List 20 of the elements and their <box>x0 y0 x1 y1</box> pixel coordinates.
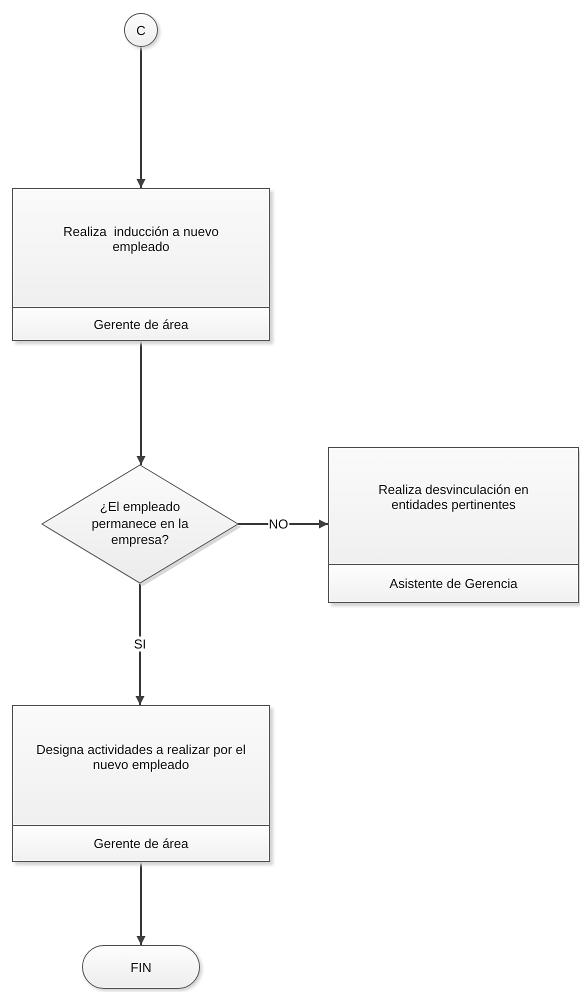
process-description: Designa actividades a realizar por el nuevo empleado <box>35 742 247 772</box>
arrow <box>136 47 146 188</box>
connector-label: C <box>136 22 146 38</box>
process-description: Realiza desvinculación en entidades pertinentes <box>377 482 530 512</box>
terminator-shape <box>82 945 200 989</box>
process-description: Realiza inducción a nuevo empleado <box>62 224 220 254</box>
role-label: Asistente de Gerencia <box>329 564 578 602</box>
role-label: Gerente de área <box>13 825 269 861</box>
connector-circle <box>124 13 158 47</box>
decision-question: ¿El empleado permanece en la empresa? <box>90 498 190 550</box>
edge-label: NO <box>268 516 290 532</box>
process-box <box>12 188 270 341</box>
arrow <box>136 341 146 465</box>
terminator-label: FIN <box>130 960 152 974</box>
process-box <box>328 447 579 603</box>
arrow <box>136 583 144 705</box>
arrow <box>136 862 146 945</box>
role-label: Gerente de área <box>13 307 269 340</box>
process-box <box>12 705 270 862</box>
edge-label: SI <box>132 636 148 652</box>
